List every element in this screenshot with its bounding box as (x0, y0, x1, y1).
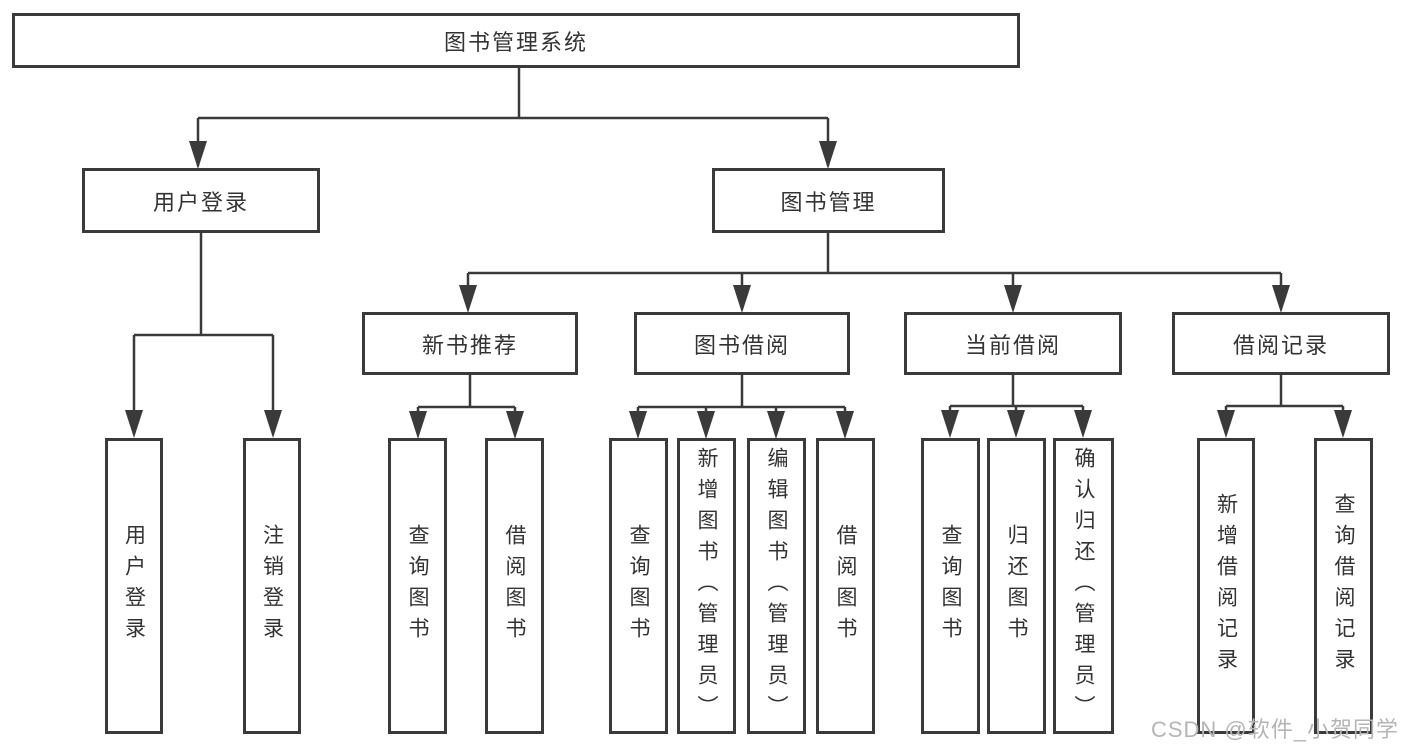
leaf-add-books-admin: 新增图书（管理员） (677, 438, 736, 734)
node-user-login: 用户登录 (82, 168, 320, 233)
leaf-return-books: 归还图书 (987, 438, 1046, 734)
leaf-add-borrow-record: 新增借阅记录 (1197, 438, 1255, 734)
node-label: 查询图书 (939, 524, 962, 648)
node-label: 确认归还（管理员） (1072, 446, 1095, 726)
node-book-management: 图书管理 (712, 168, 945, 233)
leaf-query-books: 查询图书 (921, 438, 980, 734)
arrowheads (125, 141, 1352, 439)
leaf-logout: 注销登录 (243, 438, 301, 734)
leaf-borrow-books: 借阅图书 (816, 438, 875, 734)
node-label: 图书借阅 (693, 332, 790, 358)
leaf-user-login: 用户登录 (105, 438, 163, 734)
node-label: 查询图书 (406, 524, 429, 648)
node-label: 归还图书 (1005, 524, 1028, 648)
leaf-query-books: 查询图书 (609, 438, 668, 734)
csdn-watermark: CSDN @软件_小贺同学 (1150, 717, 1399, 742)
node-library-management-system: 图书管理系统 (12, 13, 1020, 68)
node-borrowing-records: 借阅记录 (1172, 312, 1390, 375)
leaf-query-books: 查询图书 (388, 438, 447, 734)
node-label: 用户登录 (122, 524, 146, 648)
leaf-confirm-return-admin: 确认归还（管理员） (1053, 438, 1114, 734)
node-label: 新书推荐 (421, 332, 518, 358)
node-label: 借阅图书 (834, 524, 857, 648)
leaf-edit-books-admin: 编辑图书（管理员） (747, 438, 806, 734)
node-book-borrowing: 图书借阅 (634, 312, 850, 375)
node-label: 图书管理系统 (443, 29, 588, 55)
node-label: 新增图书（管理员） (695, 446, 718, 726)
node-label: 编辑图书（管理员） (765, 446, 788, 726)
node-label: 新增借阅记录 (1214, 493, 1238, 679)
leaf-query-borrow-record: 查询借阅记录 (1314, 438, 1373, 734)
node-label: 查询图书 (627, 524, 650, 648)
node-label: 注销登录 (260, 524, 284, 648)
node-current-borrowing: 当前借阅 (904, 312, 1122, 375)
node-new-book-recommendation: 新书推荐 (362, 312, 578, 375)
node-label: 当前借阅 (964, 332, 1061, 358)
leaf-borrow-books: 借阅图书 (485, 438, 544, 734)
node-label: 借阅记录 (1232, 332, 1329, 358)
node-label: 图书管理 (780, 189, 877, 215)
node-label: 借阅图书 (503, 524, 526, 648)
node-label: 用户登录 (152, 189, 249, 215)
node-label: 查询借阅记录 (1332, 493, 1355, 679)
